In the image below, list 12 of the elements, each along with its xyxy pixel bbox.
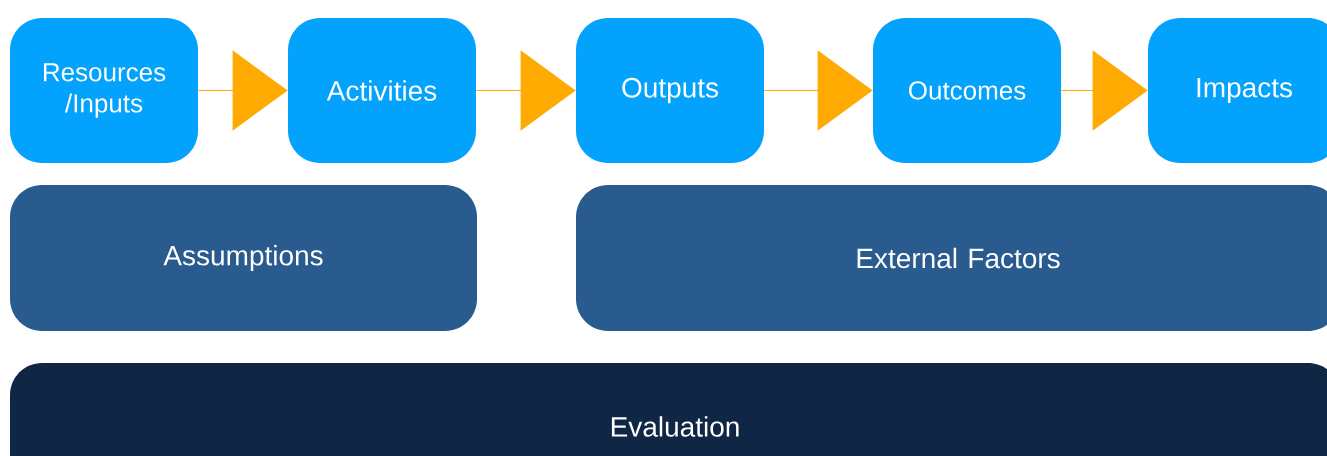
factors-band: External Factors bbox=[576, 185, 1327, 331]
evaluation-band: Evaluation bbox=[10, 363, 1327, 456]
process-box: Activities bbox=[288, 18, 476, 163]
process-box: Impacts bbox=[1148, 18, 1327, 163]
arrow bbox=[763, 50, 874, 131]
input-box: Resources /Inputs bbox=[10, 18, 198, 163]
process-box: Outcomes bbox=[873, 18, 1061, 163]
arrow bbox=[1060, 50, 1149, 131]
assumptions-band: Assumptions bbox=[10, 185, 477, 331]
arrow bbox=[197, 50, 289, 131]
process-box: Outputs bbox=[576, 18, 764, 163]
arrow bbox=[475, 50, 577, 131]
